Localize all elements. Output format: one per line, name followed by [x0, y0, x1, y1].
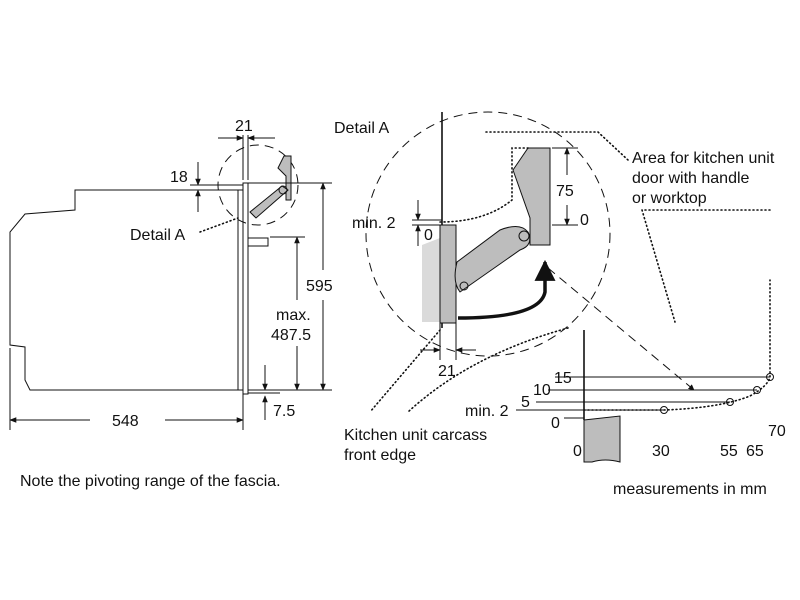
door-panel: [439, 224, 457, 324]
carcass-line2: front edge: [344, 447, 416, 464]
units-label: measurements in mm: [613, 481, 767, 498]
pivot-curve: [583, 279, 771, 411]
detail-min-2: min. 2: [352, 215, 396, 232]
area-line1: Area for kitchen unit: [632, 150, 775, 167]
dim-height-595: 595: [306, 278, 333, 295]
dim-bottom-7-5: 7.5: [273, 403, 295, 420]
graph-carcass-block: [583, 415, 621, 463]
graph-y-0: 0: [551, 415, 560, 432]
oven-side-view: 21 18 Detail A 595 max. 487.5 7.5 548: [9, 118, 333, 430]
annotations: Area for kitchen unit door with handle o…: [344, 131, 775, 464]
carcass-line1: Kitchen unit carcass: [344, 427, 487, 444]
area-line3: or worktop: [632, 190, 707, 207]
graph-y-5: 5: [521, 394, 530, 411]
area-line2: door with handle: [632, 170, 750, 187]
detail-dim-75: 75: [556, 183, 574, 200]
detail-arm-small: [249, 185, 289, 219]
graph-x-65: 65: [746, 443, 764, 460]
carcass-hatch: [422, 238, 440, 322]
hinge-arm: [454, 226, 531, 293]
dim-max-value: 487.5: [271, 327, 311, 344]
door-handle-stub: [247, 237, 269, 247]
graph-x-0: 0: [573, 443, 582, 460]
detail-zero-b: 0: [580, 212, 589, 229]
graph-y-15: 15: [554, 370, 572, 387]
detail-a-view: Detail A min. 2 0 75 0: [334, 111, 695, 391]
dim-max-label: max.: [276, 307, 311, 324]
oven-body-outline: [9, 189, 244, 391]
pivot-range-graph: 15 10 5 min. 2 0 0 30 55 65 70: [465, 279, 786, 463]
dim-gap-18: 18: [170, 169, 188, 186]
detail-zero-a: 0: [424, 227, 433, 244]
graph-x-30: 30: [652, 443, 670, 460]
graph-y-min2: min. 2: [465, 403, 509, 420]
oven-fascia: [242, 182, 249, 395]
pivot-note: Note the pivoting range of the fascia.: [20, 473, 281, 490]
dim-top-21: 21: [235, 118, 253, 135]
graph-x-70: 70: [768, 423, 786, 440]
detail-dim-21: 21: [438, 363, 456, 380]
projection-arrow: [547, 267, 695, 391]
swing-arrow: [457, 259, 556, 320]
detail-a-large-circle: [365, 111, 611, 357]
detail-bracket-small: [277, 155, 292, 201]
dim-depth-548: 548: [112, 413, 139, 430]
detail-a-title: Detail A: [334, 120, 389, 137]
graph-x-55: 55: [720, 443, 738, 460]
left-detail-label: Detail A: [130, 227, 185, 244]
graph-y-10: 10: [533, 382, 551, 399]
